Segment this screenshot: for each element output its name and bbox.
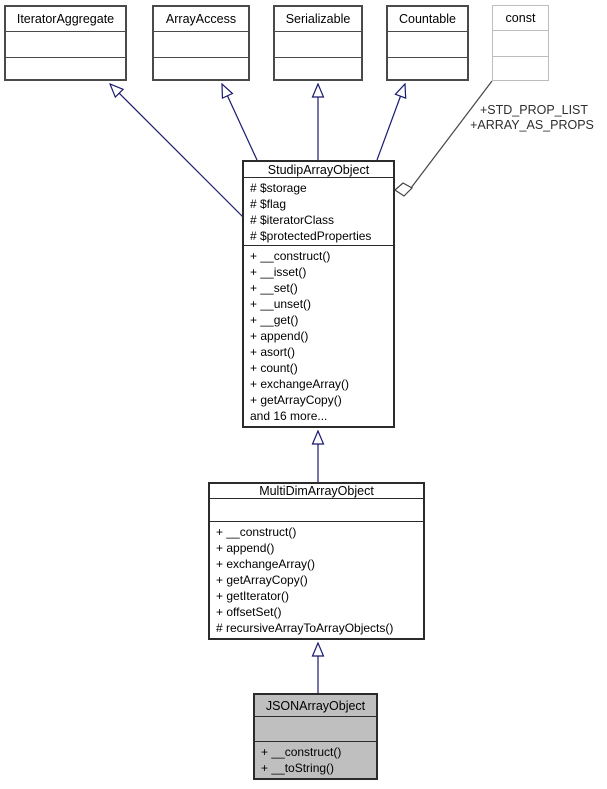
class-node-countable[interactable]: Countable [386, 5, 469, 81]
inheritance-edge-arrayaccess [222, 84, 258, 161]
class-title: Countable [388, 7, 467, 32]
aggregation-diamond [394, 182, 413, 197]
methods-compartment: + __construct() + __isset() + __set() + __u… [244, 246, 393, 426]
class-node-jsonarrayobject: JSONArrayObject + __construct() + __toStr… [253, 693, 378, 780]
fields-compartment [275, 32, 361, 58]
class-title: Serializable [275, 7, 361, 32]
fields-compartment [6, 32, 125, 58]
class-title: JSONArrayObject [255, 695, 376, 717]
method-item: # recursiveArrayToArrayObjects() [216, 621, 394, 635]
class-node-iteratoraggregate[interactable]: IteratorAggregate [4, 5, 127, 81]
class-node-const: const [492, 5, 549, 81]
method-item: + offsetSet() [216, 605, 282, 619]
method-item: + __construct() [261, 745, 342, 759]
method-item: + exchangeArray() [216, 557, 316, 571]
method-item: + __toString() [261, 761, 335, 775]
field-item: # $iteratorClass [250, 213, 335, 227]
class-title: StudipArrayObject [244, 162, 393, 178]
fields-compartment [210, 499, 423, 522]
method-item: + exchangeArray() [250, 377, 350, 391]
fields-compartment [493, 31, 548, 57]
inheritance-edge-countable [376, 84, 405, 161]
method-item: + asort() [250, 345, 296, 359]
methods-compartment: + __construct() + __toString() [255, 742, 376, 778]
method-item: and 16 more... [250, 409, 328, 423]
method-item: + getArrayCopy() [216, 573, 308, 587]
methods-compartment [388, 58, 467, 79]
class-node-serializable[interactable]: Serializable [273, 5, 363, 81]
method-item: + __construct() [250, 249, 331, 263]
method-item: + getIterator() [216, 589, 290, 603]
fields-compartment [255, 717, 376, 742]
methods-compartment [493, 57, 548, 80]
aggregation-label-array-as-props: +ARRAY_AS_PROPS [470, 118, 594, 132]
method-item: + count() [250, 361, 298, 375]
fields-compartment [154, 32, 248, 58]
class-node-multidimarrayobject[interactable]: MultiDimArrayObject + __construct() + app… [208, 482, 425, 640]
fields-compartment [388, 32, 467, 58]
methods-compartment [275, 58, 361, 79]
methods-compartment [154, 58, 248, 79]
method-item: + __unset() [250, 297, 312, 311]
aggregation-edge-const [410, 80, 493, 189]
method-item: + __construct() [216, 525, 297, 539]
field-item: # $storage [250, 181, 307, 195]
field-item: # $flag [250, 197, 287, 211]
method-item: + __get() [250, 313, 299, 327]
class-title: const [493, 6, 548, 31]
fields-compartment: # $storage # $flag # $iteratorClass # $prot… [244, 178, 393, 246]
aggregation-label-std-prop-list: +STD_PROP_LIST [479, 103, 589, 117]
class-title: IteratorAggregate [6, 7, 125, 32]
method-item: + append() [216, 541, 275, 555]
class-node-studiparrayobject[interactable]: StudipArrayObject # $storage # $flag # $it… [242, 160, 395, 428]
class-title: MultiDimArrayObject [210, 484, 423, 499]
class-title: ArrayAccess [154, 7, 248, 32]
methods-compartment: + __construct() + append() + exchangeArray… [210, 522, 423, 638]
methods-compartment [6, 58, 125, 79]
method-item: + __isset() [250, 265, 307, 279]
method-item: + __set() [250, 281, 298, 295]
method-item: + getArrayCopy() [250, 393, 342, 407]
class-node-arrayaccess[interactable]: ArrayAccess [152, 5, 250, 81]
inheritance-edge-iteratoraggregate [110, 84, 244, 218]
field-item: # $protectedProperties [250, 229, 372, 243]
method-item: + append() [250, 329, 309, 343]
